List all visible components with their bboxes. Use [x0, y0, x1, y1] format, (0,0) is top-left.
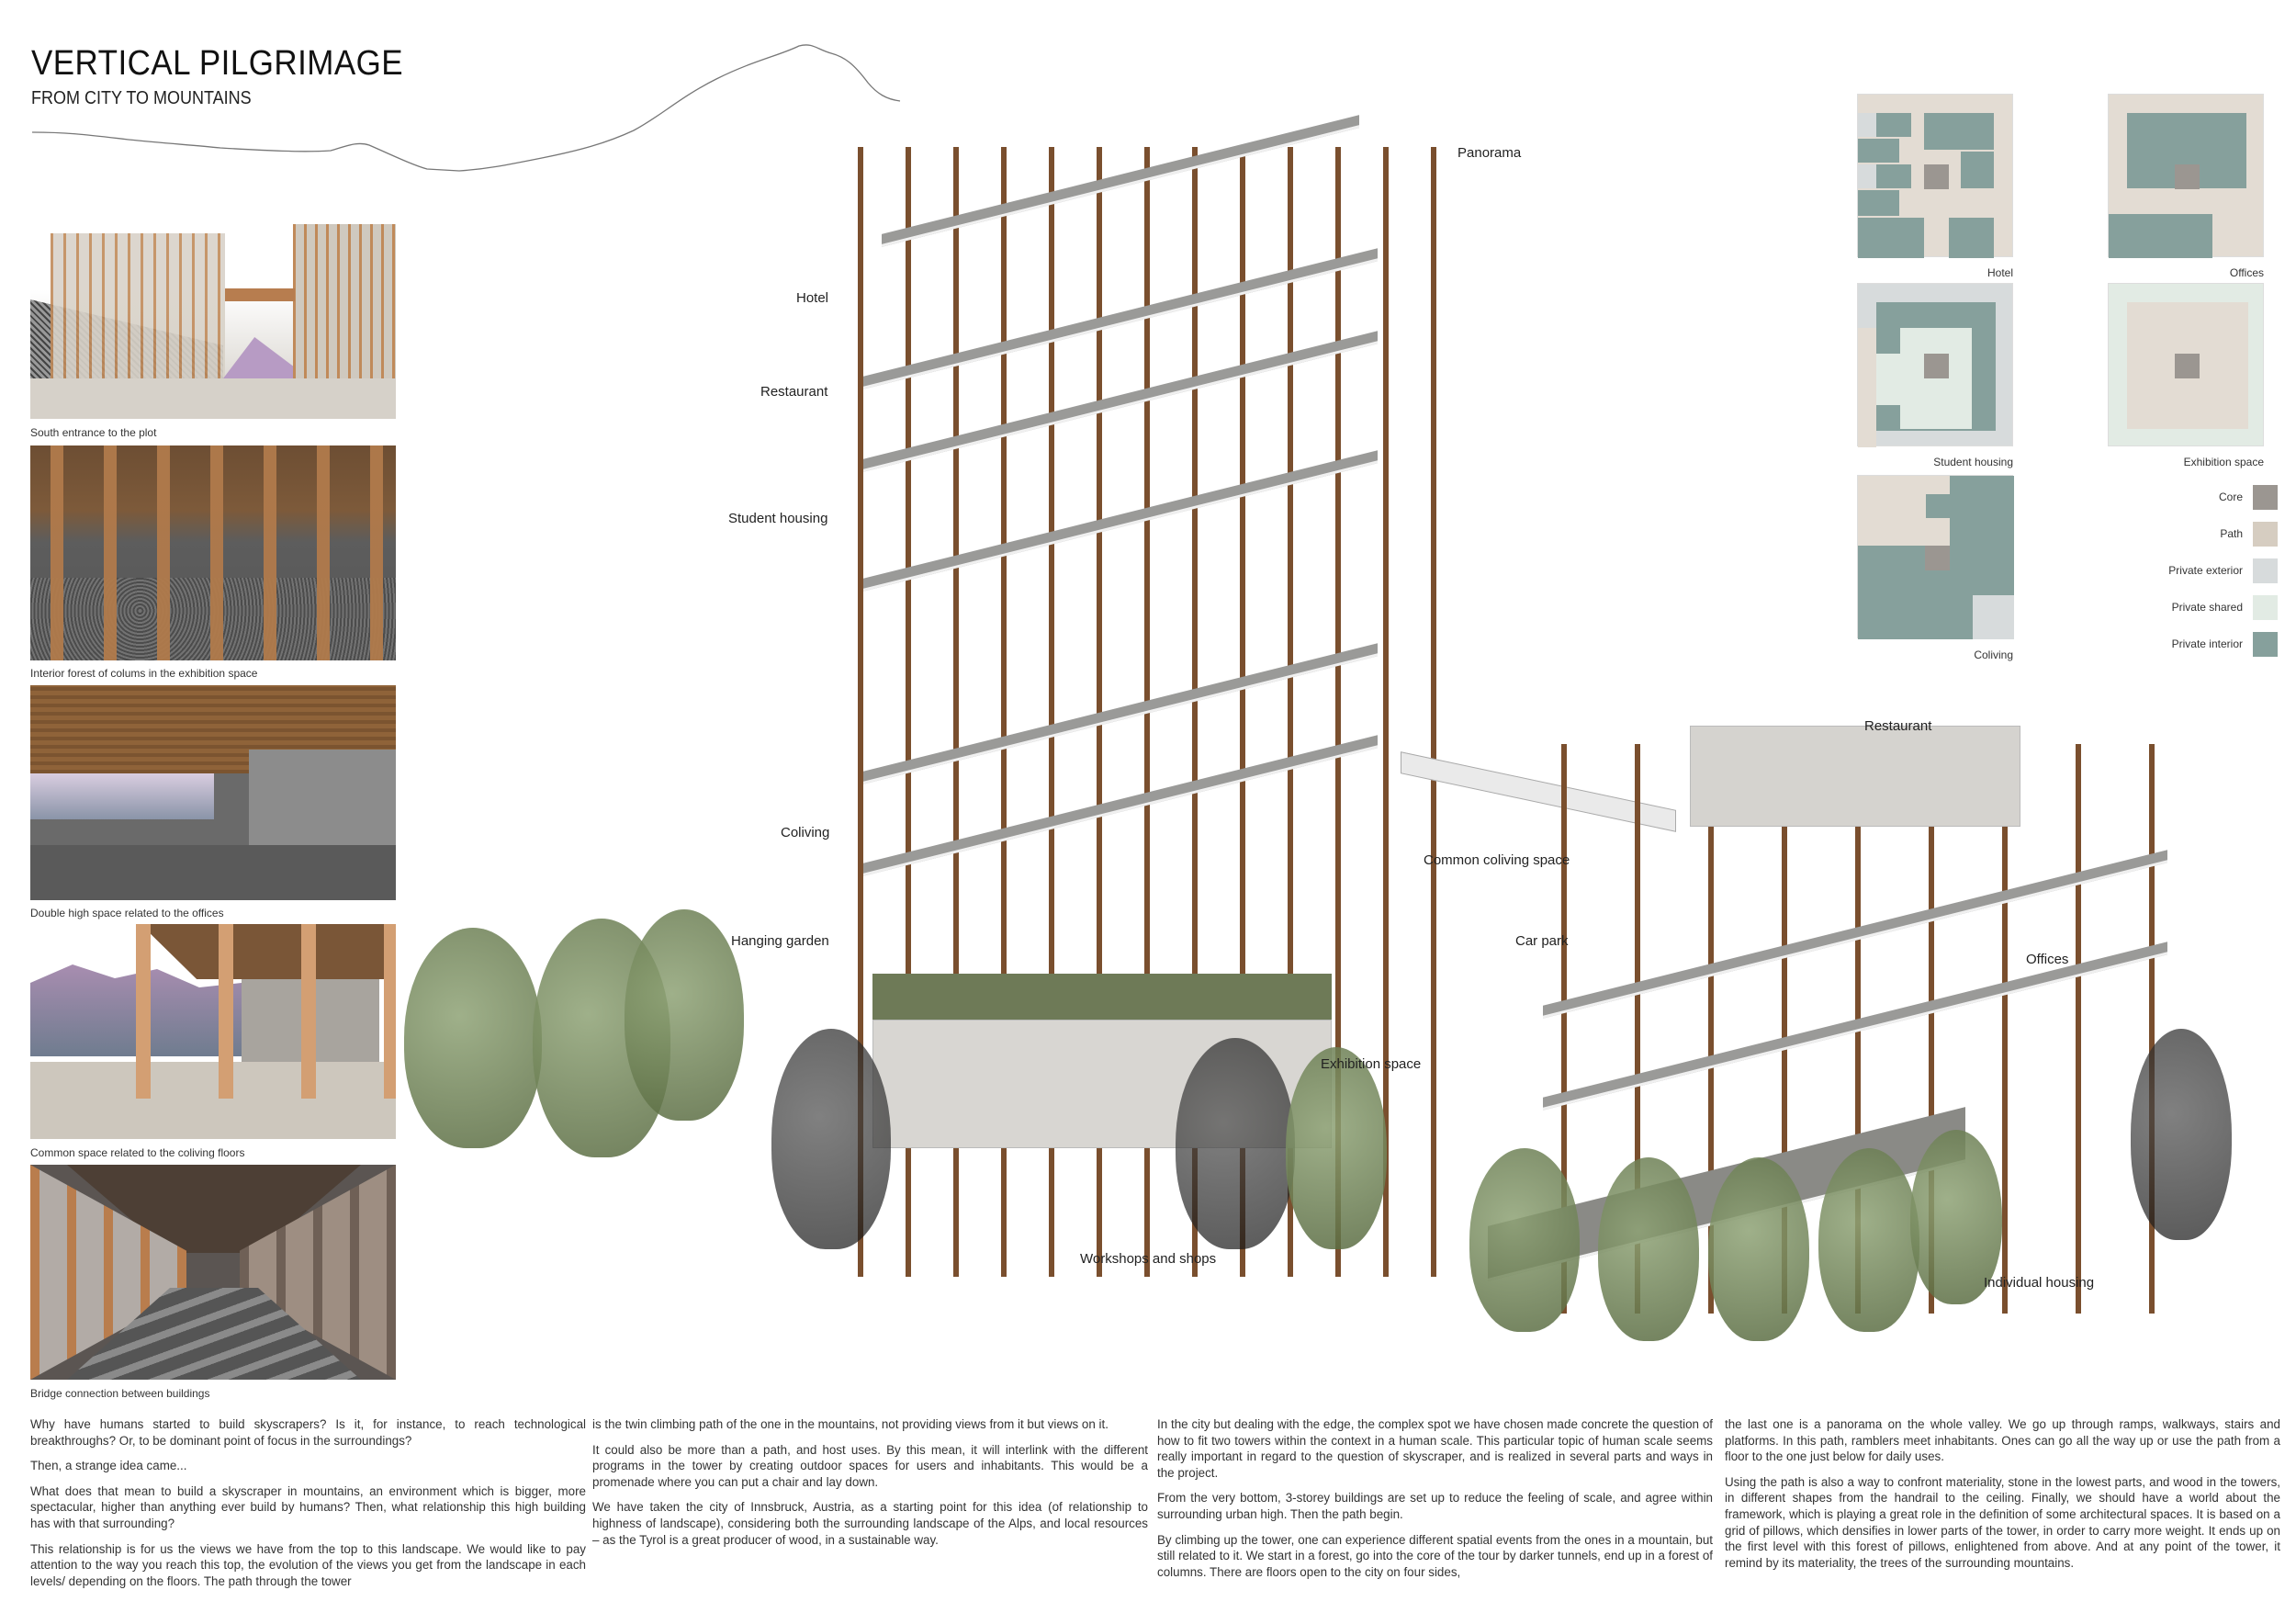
- label-hotel: Hotel: [796, 290, 829, 306]
- plan-label-offices: Offices: [2229, 266, 2264, 279]
- plan-student-housing: [1857, 283, 2013, 447]
- tree: [771, 1029, 891, 1249]
- legend-swatch: [2253, 485, 2278, 510]
- paragraph: the last one is a panorama on the whole …: [1725, 1417, 2280, 1464]
- legend-private-interior: Private interior: [2112, 632, 2278, 658]
- label-restaurant-tower: Restaurant: [760, 384, 828, 400]
- bridge-link: [225, 288, 295, 301]
- plan-offices: [2108, 94, 2264, 258]
- text-column-3: In the city but dealing with the edge, t…: [1157, 1416, 1713, 1589]
- text-column-4: the last one is a panorama on the whole …: [1725, 1416, 2280, 1580]
- tree: [1176, 1038, 1295, 1249]
- label-panorama: Panorama: [1458, 145, 1522, 161]
- legend-swatch: [2253, 558, 2278, 583]
- paragraph: Why have humans started to build skyscra…: [30, 1417, 586, 1448]
- tree: [404, 928, 542, 1148]
- tree: [1286, 1047, 1387, 1249]
- legend-label: Path: [2220, 527, 2243, 540]
- plan-coliving: [1857, 475, 2014, 639]
- label-coliving: Coliving: [781, 825, 830, 840]
- tree: [1469, 1148, 1580, 1332]
- paragraph: In the city but dealing with the edge, t…: [1157, 1417, 1713, 1480]
- label-restaurant-right: Restaurant: [1864, 718, 1932, 734]
- legend-private-exterior: Private exterior: [2112, 558, 2278, 584]
- concrete-floor: [30, 845, 396, 900]
- plan-label-exhibition-space: Exhibition space: [2183, 456, 2264, 468]
- tree: [1818, 1148, 1919, 1332]
- legend-label: Private exterior: [2168, 564, 2243, 577]
- mountain-view: [30, 773, 214, 819]
- building-a: [51, 233, 225, 380]
- plan-exhibition-space: [2108, 283, 2264, 446]
- paragraph: We have taken the city of Innsbruck, Aus…: [592, 1500, 1148, 1547]
- plan-label-student-housing: Student housing: [1933, 456, 2013, 468]
- timber-columns: [99, 924, 396, 1099]
- plaza-ground: [30, 378, 396, 419]
- perspective-double-high: [30, 685, 396, 900]
- mountain-profile-line: [31, 44, 901, 172]
- mountain-peak: [223, 337, 293, 378]
- caption-bridge: Bridge connection between buildings: [30, 1387, 210, 1400]
- caption-common-space: Common space related to the coliving flo…: [30, 1146, 245, 1159]
- legend-label: Core: [2218, 491, 2243, 503]
- timber-columns: [30, 445, 396, 660]
- tree: [1598, 1157, 1699, 1341]
- label-car-park: Car park: [1515, 933, 1569, 949]
- podium-green-roof: [872, 974, 1332, 1025]
- legend-core: Core: [2112, 485, 2278, 511]
- tree: [2131, 1029, 2232, 1240]
- board-title: VERTICAL PILGRIMAGE: [31, 44, 404, 83]
- caption-double-high: Double high space related to the offices: [30, 907, 224, 919]
- axonometric-drawing: [404, 115, 2232, 1387]
- label-offices: Offices: [2026, 952, 2069, 967]
- paragraph: Then, a strange idea came...: [30, 1459, 187, 1473]
- paragraph: Using the path is also a way to confront…: [1725, 1474, 2280, 1570]
- legend-swatch: [2253, 522, 2278, 547]
- plan-label-coliving: Coliving: [1974, 648, 2013, 661]
- label-hanging-garden: Hanging garden: [731, 933, 829, 949]
- perspective-south-entrance: [30, 204, 396, 419]
- label-student-housing: Student housing: [728, 511, 828, 526]
- label-individual-housing: Individual housing: [1984, 1275, 2095, 1291]
- caption-interior-forest: Interior forest of colums in the exhibit…: [30, 667, 258, 680]
- text-column-1: Why have humans started to build skyscra…: [30, 1416, 586, 1598]
- legend-label: Private shared: [2171, 601, 2243, 614]
- board-subtitle: FROM CITY TO MOUNTAINS: [31, 88, 252, 108]
- tree: [1708, 1157, 1809, 1341]
- tree: [625, 909, 744, 1121]
- tree: [1910, 1130, 2002, 1304]
- paragraph: This relationship is for us the views we…: [30, 1541, 586, 1588]
- legend-label: Private interior: [2171, 637, 2243, 650]
- label-exhibition-space: Exhibition space: [1321, 1056, 1422, 1072]
- perspective-bridge: [30, 1165, 396, 1380]
- legend-path: Path: [2112, 522, 2278, 547]
- plan-hotel: [1857, 94, 2013, 258]
- perspective-interior-forest: [30, 445, 396, 660]
- paragraph: is the twin climbing path of the one in …: [592, 1417, 1109, 1431]
- paragraph: What does that mean to build a skyscrape…: [30, 1483, 586, 1530]
- paragraph: It could also be more than a path, and h…: [592, 1442, 1148, 1489]
- restaurant-box: [1690, 726, 2020, 827]
- legend-swatch: [2253, 632, 2278, 657]
- caption-south-entrance: South entrance to the plot: [30, 426, 157, 439]
- label-common-coliving-space: Common coliving space: [1424, 852, 1570, 868]
- paragraph: From the very bottom, 3-storey buildings…: [1157, 1491, 1713, 1521]
- text-column-2: is the twin climbing path of the one in …: [592, 1416, 1148, 1557]
- legend-swatch: [2253, 595, 2278, 620]
- plan-label-hotel: Hotel: [1986, 266, 2013, 279]
- label-workshops-and-shops: Workshops and shops: [1080, 1251, 1217, 1267]
- building-b: [293, 224, 396, 408]
- concrete-wall: [249, 750, 396, 851]
- paragraph: By climbing up the tower, one can experi…: [1157, 1532, 1713, 1579]
- legend-private-shared: Private shared: [2112, 595, 2278, 621]
- perspective-common-space: [30, 924, 396, 1139]
